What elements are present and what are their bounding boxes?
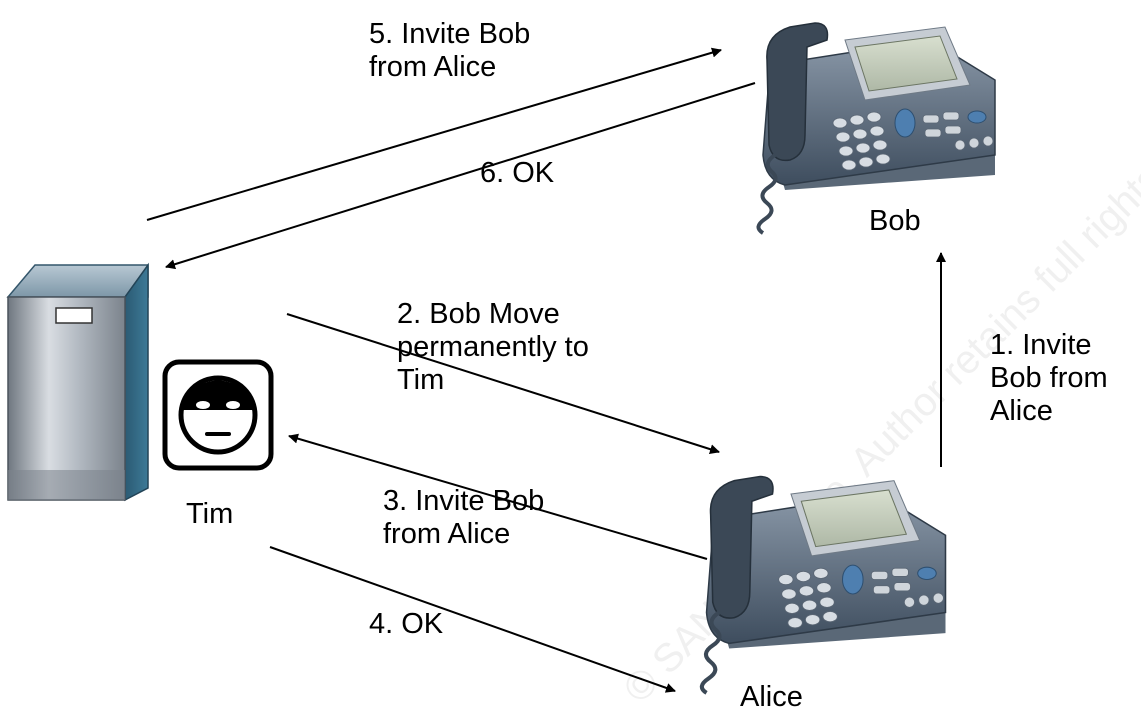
message-label-2: 2. Bob Move permanently to Tim	[397, 298, 589, 397]
message-5-line-2: from Alice	[369, 51, 497, 83]
arrow-2-move	[286, 313, 720, 455]
message-2-line-2: permanently to	[397, 331, 589, 363]
alice-phone-icon	[702, 477, 946, 693]
message-3-line-1: 3. Invite Bob	[383, 485, 545, 517]
message-1-line-2: Bob from	[990, 362, 1108, 394]
arrow-3-invite	[288, 433, 708, 560]
message-label-4: 4. OK	[369, 608, 443, 641]
message-1-line-1: 1. Invite	[990, 329, 1092, 361]
message-2-line-1: 2. Bob Move	[397, 298, 560, 330]
arrow-5-invite	[146, 47, 722, 221]
node-label-tim: Tim	[186, 498, 234, 530]
tim-face-icon	[162, 359, 274, 471]
message-label-3: 3. Invite Bob from Alice	[383, 485, 544, 551]
message-label-6: 6. OK	[480, 157, 554, 190]
bob-phone-icon	[756, 21, 997, 235]
server-icon	[6, 262, 149, 502]
message-label-5: 5. Invite Bob from Alice	[369, 18, 530, 84]
arrow-4-ok	[269, 546, 676, 693]
arrow-6-ok	[165, 82, 756, 270]
message-arrows	[146, 47, 946, 693]
node-label-alice: Alice	[740, 681, 803, 713]
message-1-line-3: Alice	[990, 395, 1053, 427]
message-5-line-1: 5. Invite Bob	[369, 18, 531, 50]
message-6-line-1: 6. OK	[480, 157, 555, 189]
node-label-bob: Bob	[869, 205, 921, 237]
message-4-line-1: 4. OK	[369, 608, 444, 640]
message-2-line-3: Tim	[397, 364, 445, 396]
message-3-line-2: from Alice	[383, 518, 511, 550]
message-label-1: 1. Invite Bob from Alice	[990, 329, 1108, 428]
